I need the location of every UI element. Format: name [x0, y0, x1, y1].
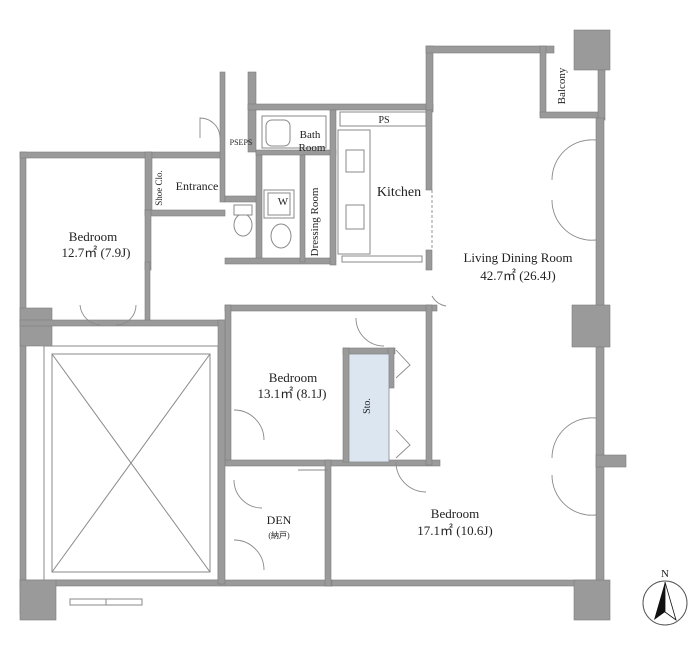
storage-label: Sto. [362, 398, 373, 414]
bedroom-center-label: Bedroom [269, 370, 317, 385]
den-label: DEN [267, 513, 292, 527]
bath-label-2: Room [299, 142, 326, 154]
washer-label: W [278, 196, 289, 208]
interior-walls [19, 109, 441, 587]
den-sub-label: (納戸) [268, 530, 290, 540]
balcony-label: Balcony [556, 67, 568, 104]
living-label: Living Dining Room [463, 250, 572, 265]
bedroom-south-area: 17.1㎡ (10.6J) [417, 523, 492, 538]
bedroom-south-label: Bedroom [431, 506, 479, 521]
kitchen-fixtures [337, 111, 427, 263]
door-swings [79, 117, 597, 571]
bath-fixtures [233, 115, 327, 249]
void-area [43, 345, 219, 581]
exterior-walls [19, 29, 627, 621]
entrance-label: Entrance [176, 179, 219, 193]
room-labels: Bedroom 12.7㎡ (7.9J) Entrance Shoe Clo. … [62, 67, 573, 540]
storage-fill [348, 353, 390, 463]
bedroom-west-label: Bedroom [69, 229, 117, 244]
living-area: 42.7㎡ (26.4J) [480, 268, 555, 283]
dressing-room-label: Dressing Room [309, 187, 321, 256]
pseps-label: PSEPS [230, 138, 253, 147]
bedroom-west-area: 12.7㎡ (7.9J) [62, 245, 131, 260]
north-compass: N [642, 568, 688, 626]
bath-label-1: Bath [300, 129, 321, 141]
south-windows [69, 598, 143, 606]
shoe-closet-label: Shoe Clo. [154, 170, 164, 206]
ps-label: PS [378, 115, 389, 126]
kitchen-label: Kitchen [377, 185, 421, 200]
compass-label: N [661, 568, 669, 580]
bedroom-center-area: 13.1㎡ (8.1J) [258, 386, 327, 401]
